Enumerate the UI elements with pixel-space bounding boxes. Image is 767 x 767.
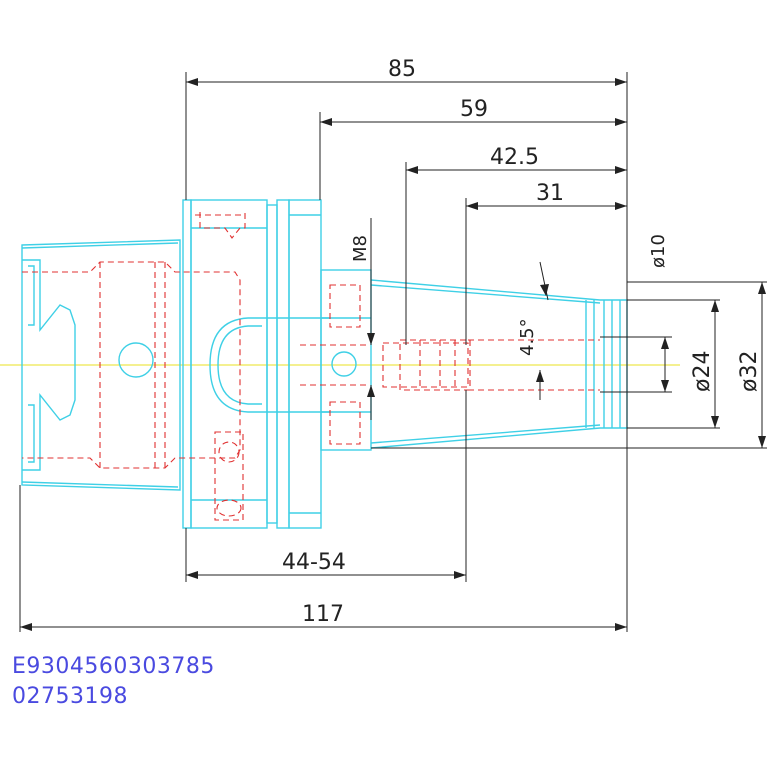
dim-117: 117: [302, 602, 344, 627]
dim-44-54: 44-54: [282, 550, 346, 575]
hidden-lines: [22, 212, 600, 521]
dim-85: 85: [388, 57, 416, 82]
dim-59: 59: [460, 97, 488, 122]
dim-31: 31: [536, 181, 564, 206]
dia-10: ø10: [648, 234, 669, 268]
dim-42-5: 42.5: [490, 145, 539, 170]
dia-32: ø32: [737, 351, 762, 392]
part-number: 02753198: [12, 684, 128, 709]
angle-4-5: 4.5°: [517, 318, 538, 356]
holder-outline: [21, 199, 628, 529]
thread-m8: M8: [350, 235, 371, 262]
dia-24: ø24: [690, 351, 715, 392]
dimension-lines: [19, 72, 767, 632]
part-code: E9304560303785: [12, 654, 215, 679]
arrowheads: [20, 78, 766, 631]
